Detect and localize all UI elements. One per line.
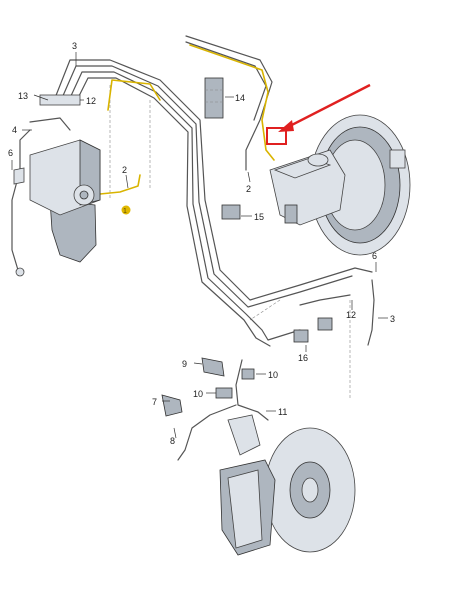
callout-3-right: 3 bbox=[390, 314, 395, 324]
callout-13: 13 bbox=[18, 91, 28, 101]
callout-15: 15 bbox=[254, 212, 264, 222]
callout-6-left: 6 bbox=[8, 148, 13, 158]
brake-hose bbox=[177, 359, 269, 461]
callout-1: 1 bbox=[123, 208, 127, 215]
guide-lines bbox=[109, 85, 351, 400]
wheel-hub bbox=[227, 414, 261, 456]
callout-2-mid: 2 bbox=[246, 184, 251, 194]
callout-4: 4 bbox=[12, 125, 17, 135]
callout-10-b: 10 bbox=[193, 389, 203, 399]
pipe-clip-15 bbox=[221, 204, 241, 220]
master-cylinder bbox=[269, 149, 346, 226]
callout-2-left: 2 bbox=[122, 165, 127, 175]
callout-16: 16 bbox=[298, 353, 308, 363]
pipe-clips-16 bbox=[293, 317, 333, 343]
callout-7: 7 bbox=[152, 397, 157, 407]
connector-block bbox=[204, 77, 224, 119]
callout-6-right: 6 bbox=[372, 251, 377, 261]
leader-lines bbox=[11, 52, 388, 439]
callout-3-top: 3 bbox=[72, 41, 77, 51]
highlighted-brake-pipes bbox=[89, 44, 275, 196]
callout-10-a: 10 bbox=[268, 370, 278, 380]
callout-11: 11 bbox=[278, 407, 287, 417]
highlight-dot-1 bbox=[121, 205, 131, 215]
callout-14: 14 bbox=[235, 93, 245, 103]
abs-hydraulic-unit bbox=[13, 94, 101, 277]
callout-8: 8 bbox=[170, 436, 175, 446]
bracket-9 bbox=[201, 357, 225, 377]
red-annotation bbox=[266, 83, 371, 145]
brake-caliper bbox=[219, 459, 276, 556]
callout-9: 9 bbox=[182, 359, 187, 369]
callout-labels: 3 13 12 4 6 2 14 2 15 6 12 3 16 9 10 10 … bbox=[8, 41, 395, 446]
callout-12-top: 12 bbox=[86, 96, 96, 106]
brake-disc bbox=[264, 427, 356, 553]
callout-12-right: 12 bbox=[346, 310, 356, 320]
bracket-7 bbox=[161, 394, 183, 417]
